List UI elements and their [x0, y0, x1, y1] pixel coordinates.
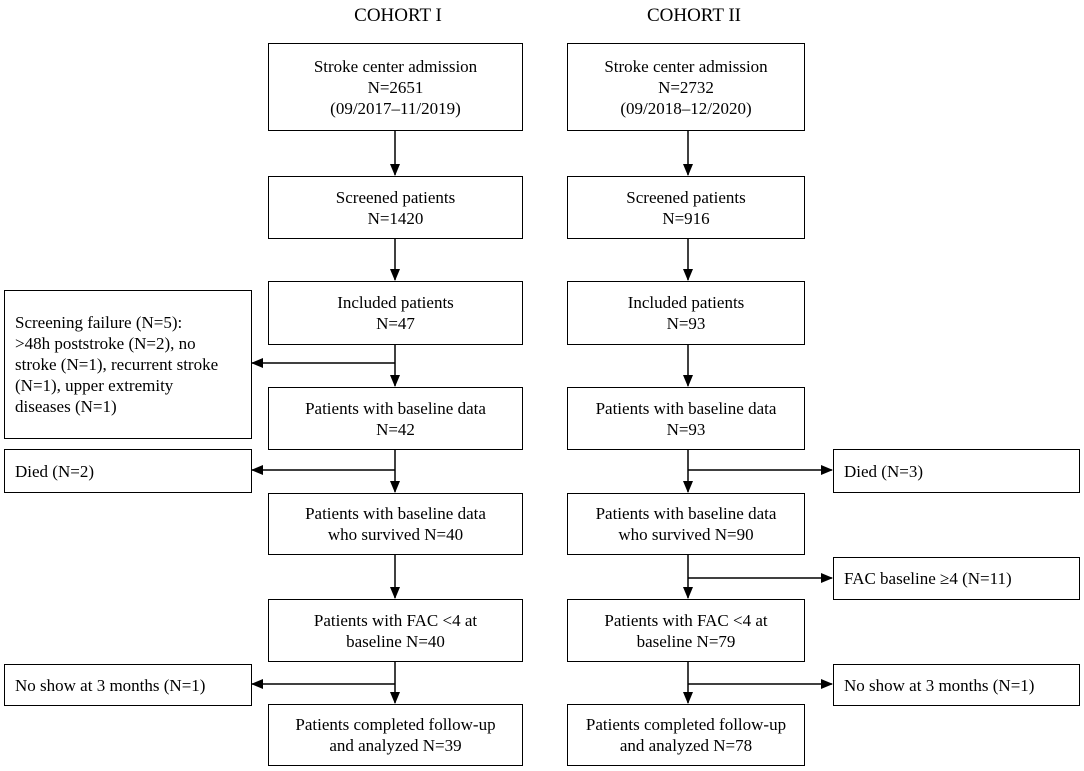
cohort-2-heading: COHORT II	[646, 5, 742, 26]
c2-included-box: Included patients N=93	[567, 281, 805, 345]
c1-fac-box: Patients with FAC <4 at baseline N=40	[268, 599, 523, 662]
c1-screening-failure-line-2: >48h poststroke (N=2), no	[15, 334, 196, 353]
c2-screened-line-2: N=916	[662, 208, 710, 228]
c1-fac-line-2: baseline N=40	[346, 631, 445, 651]
c2-survived-box: Patients with baseline data who survived…	[567, 493, 805, 555]
c1-admission-line-1: Stroke center admission	[313, 56, 478, 76]
c1-died-box: Died (N=2)	[4, 449, 252, 493]
c2-survived-line-1: Patients with baseline data	[595, 504, 777, 523]
c2-fac-excluded-label: FAC baseline ≥4 (N=11)	[844, 569, 1012, 588]
c2-completed-line-1: Patients completed follow-up	[585, 715, 787, 734]
c2-fac-line-2: baseline N=79	[636, 631, 736, 651]
c1-baseline-box: Patients with baseline data N=42	[268, 387, 523, 450]
c2-included-line-2: N=93	[666, 314, 706, 333]
c2-admission-box: Stroke center admission N=2732 (09/2018–…	[567, 43, 805, 131]
c2-completed-box: Patients completed follow-up and analyze…	[567, 704, 805, 766]
c1-screening-failure-line-5: diseases (N=1)	[15, 397, 117, 416]
c2-fac-line-1: Patients with FAC <4 at	[604, 610, 768, 630]
c2-baseline-line-1: Patients with baseline data	[595, 398, 777, 418]
c1-fac-line-1: Patients with FAC <4 at	[313, 610, 478, 630]
c2-survived-line-2: who survived N=90	[618, 525, 754, 544]
cohort-1-heading: COHORT I	[354, 5, 442, 26]
c2-baseline-line-2: N=93	[666, 419, 706, 439]
c1-died-label: Died (N=2)	[15, 461, 94, 481]
c2-admission-line-3: (09/2018–12/2020)	[620, 98, 752, 118]
c1-admission-box: Stroke center admission N=2651 (09/2017–…	[268, 43, 523, 131]
c1-completed-box: Patients completed follow-up and analyze…	[268, 704, 523, 766]
c2-baseline-box: Patients with baseline data N=93	[567, 387, 805, 450]
c1-admission-line-2: N=2651	[367, 77, 424, 97]
c1-screening-failure-box: Screening failure (N=5): >48h poststroke…	[4, 290, 252, 439]
c1-included-line-1: Included patients	[337, 293, 454, 312]
c1-admission-line-3: (09/2017–11/2019)	[330, 98, 461, 118]
c2-admission-line-2: N=2732	[658, 77, 714, 97]
c1-screened-line-1: Screened patients	[335, 187, 456, 207]
c1-completed-line-1: Patients completed follow-up	[295, 715, 496, 734]
c2-fac-box: Patients with FAC <4 at baseline N=79	[567, 599, 805, 662]
c2-no-show-label: No show at 3 months (N=1)	[844, 675, 1035, 695]
c1-survived-line-1: Patients with baseline data	[305, 504, 486, 523]
c1-no-show-label: No show at 3 months (N=1)	[15, 675, 206, 695]
c2-included-line-1: Included patients	[627, 293, 745, 312]
c2-completed-line-2: and analyzed N=78	[619, 736, 753, 755]
c2-screened-line-1: Screened patients	[626, 187, 746, 207]
c2-screened-box: Screened patients N=916	[567, 176, 805, 239]
c1-baseline-line-2: N=42	[376, 419, 415, 439]
c1-included-box: Included patients N=47	[268, 281, 523, 345]
c1-screened-box: Screened patients N=1420	[268, 176, 523, 239]
c1-completed-line-2: and analyzed N=39	[329, 736, 462, 755]
c1-screening-failure-line-4: (N=1), upper extremity	[15, 376, 174, 395]
c1-screened-line-2: N=1420	[367, 208, 424, 228]
c1-screening-failure-line-1: Screening failure (N=5):	[15, 313, 183, 332]
c2-died-box: Died (N=3)	[833, 449, 1080, 493]
c2-admission-line-1: Stroke center admission	[604, 56, 768, 76]
c1-included-line-2: N=47	[376, 314, 415, 333]
c2-fac-excluded-box: FAC baseline ≥4 (N=11)	[833, 557, 1080, 600]
c2-no-show-box: No show at 3 months (N=1)	[833, 664, 1080, 706]
c1-screening-failure-line-3: stroke (N=1), recurrent stroke	[15, 355, 219, 374]
c2-died-label: Died (N=3)	[844, 461, 923, 481]
c1-baseline-line-1: Patients with baseline data	[305, 398, 486, 418]
c1-survived-line-2: who survived N=40	[327, 525, 464, 544]
c1-survived-box: Patients with baseline data who survived…	[268, 493, 523, 555]
c1-no-show-box: No show at 3 months (N=1)	[4, 664, 252, 706]
